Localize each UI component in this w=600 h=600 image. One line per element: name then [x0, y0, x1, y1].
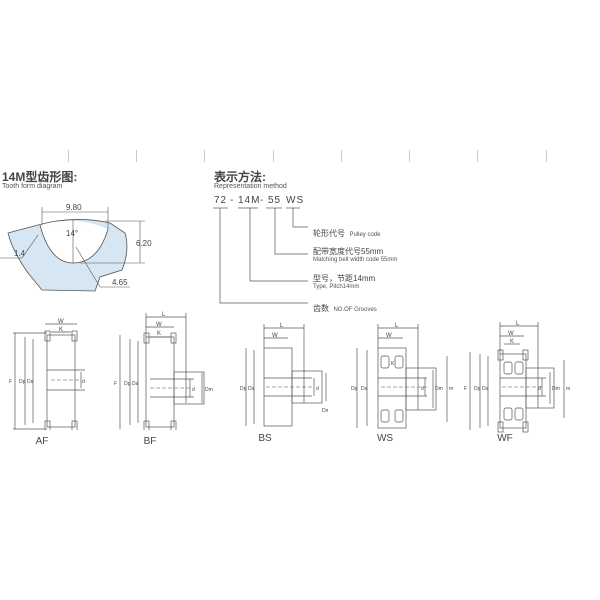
- svg-text:d: d: [538, 386, 541, 392]
- representation-subtitle: Representation method: [214, 183, 287, 190]
- svg-text:Dp: Dp: [124, 381, 131, 387]
- dim-top-width: 9.80: [66, 203, 82, 212]
- svg-text:W: W: [272, 333, 278, 339]
- svg-text:W: W: [508, 331, 514, 337]
- tick-divider: [204, 150, 205, 162]
- svg-text:W: W: [58, 319, 64, 325]
- svg-text:Dm: Dm: [552, 386, 560, 392]
- svg-text:F: F: [9, 379, 12, 385]
- legend-item-type-pitch: 型号，节距14mm Type, Pitch14mm: [313, 274, 376, 290]
- svg-text:d: d: [316, 386, 319, 392]
- code-sep1: -: [230, 195, 235, 206]
- legend-item-belt-width: 配带宽度代号55mm Matching belt width code 55mm: [313, 247, 398, 263]
- svg-text:Da: Da: [27, 379, 34, 385]
- svg-text:L: L: [280, 323, 284, 329]
- svg-text:d: d: [192, 387, 195, 393]
- svg-text:L: L: [162, 312, 166, 318]
- svg-text:d: d: [82, 379, 85, 385]
- code-sep2: -: [260, 195, 265, 206]
- tick-divider: [477, 150, 478, 162]
- legend-item-pulley-code: 轮形代号 Pulley code: [313, 229, 381, 238]
- tick-divider: [341, 150, 342, 162]
- svg-text:K: K: [157, 331, 161, 337]
- code-type: WS: [286, 195, 305, 206]
- code-width: 55: [268, 195, 282, 206]
- svg-text:Dm: Dm: [435, 386, 443, 392]
- code-grooves: 72: [214, 195, 228, 206]
- tooth-form-title: 14M型齿形图:: [2, 170, 78, 184]
- svg-text:K: K: [59, 327, 63, 333]
- svg-text:W: W: [386, 333, 392, 339]
- svg-text:d: d: [421, 386, 424, 392]
- pulley-label-bf: BF: [143, 436, 157, 447]
- tooth-form-diagram: 9.80 14° 6.20 1.4 4.65: [0, 203, 152, 292]
- svg-text:Dm: Dm: [205, 387, 213, 393]
- svg-text:Da: Da: [361, 386, 368, 392]
- svg-text:L: L: [516, 321, 520, 327]
- svg-text:K: K: [391, 361, 395, 367]
- representation-leader-lines: [213, 207, 308, 304]
- svg-text:Dp: Dp: [240, 386, 247, 392]
- tick-divider: [409, 150, 410, 162]
- pulley-label-af: AF: [35, 436, 49, 447]
- tick-divider: [546, 150, 547, 162]
- dim-angle: 14°: [66, 229, 78, 238]
- svg-text:Da: Da: [482, 386, 489, 392]
- code-pitch: 14M: [238, 195, 261, 206]
- svg-text:F: F: [114, 381, 117, 387]
- tooth-form-subtitle: Tooth form diagram: [2, 183, 63, 190]
- representation-title: 表示方法:: [214, 170, 266, 184]
- svg-text:L: L: [395, 323, 399, 329]
- dim-radius-small: 1.4: [14, 249, 26, 258]
- svg-text:Dm: Dm: [322, 408, 328, 414]
- svg-text:m: m: [566, 386, 570, 392]
- pulley-label-wf: WF: [497, 433, 513, 444]
- svg-text:Da: Da: [248, 386, 255, 392]
- svg-text:K: K: [510, 339, 514, 345]
- svg-text:F: F: [464, 386, 467, 392]
- dim-height: 6.20: [136, 239, 152, 248]
- svg-text:Dp: Dp: [351, 386, 358, 392]
- pulley-label-ws: WS: [376, 433, 394, 444]
- svg-text:W: W: [156, 322, 162, 328]
- tick-divider: [68, 150, 69, 162]
- svg-text:Da: Da: [132, 381, 139, 387]
- svg-text:Dp: Dp: [19, 379, 26, 385]
- svg-text:m: m: [449, 386, 453, 392]
- legend-item-grooves: 齿数 NO.OF Grooves: [313, 304, 377, 313]
- pulley-label-bs: BS: [258, 433, 272, 444]
- tick-divider: [136, 150, 137, 162]
- tick-divider: [273, 150, 274, 162]
- svg-text:Dp: Dp: [474, 386, 481, 392]
- dim-radius-large: 4.65: [112, 278, 128, 287]
